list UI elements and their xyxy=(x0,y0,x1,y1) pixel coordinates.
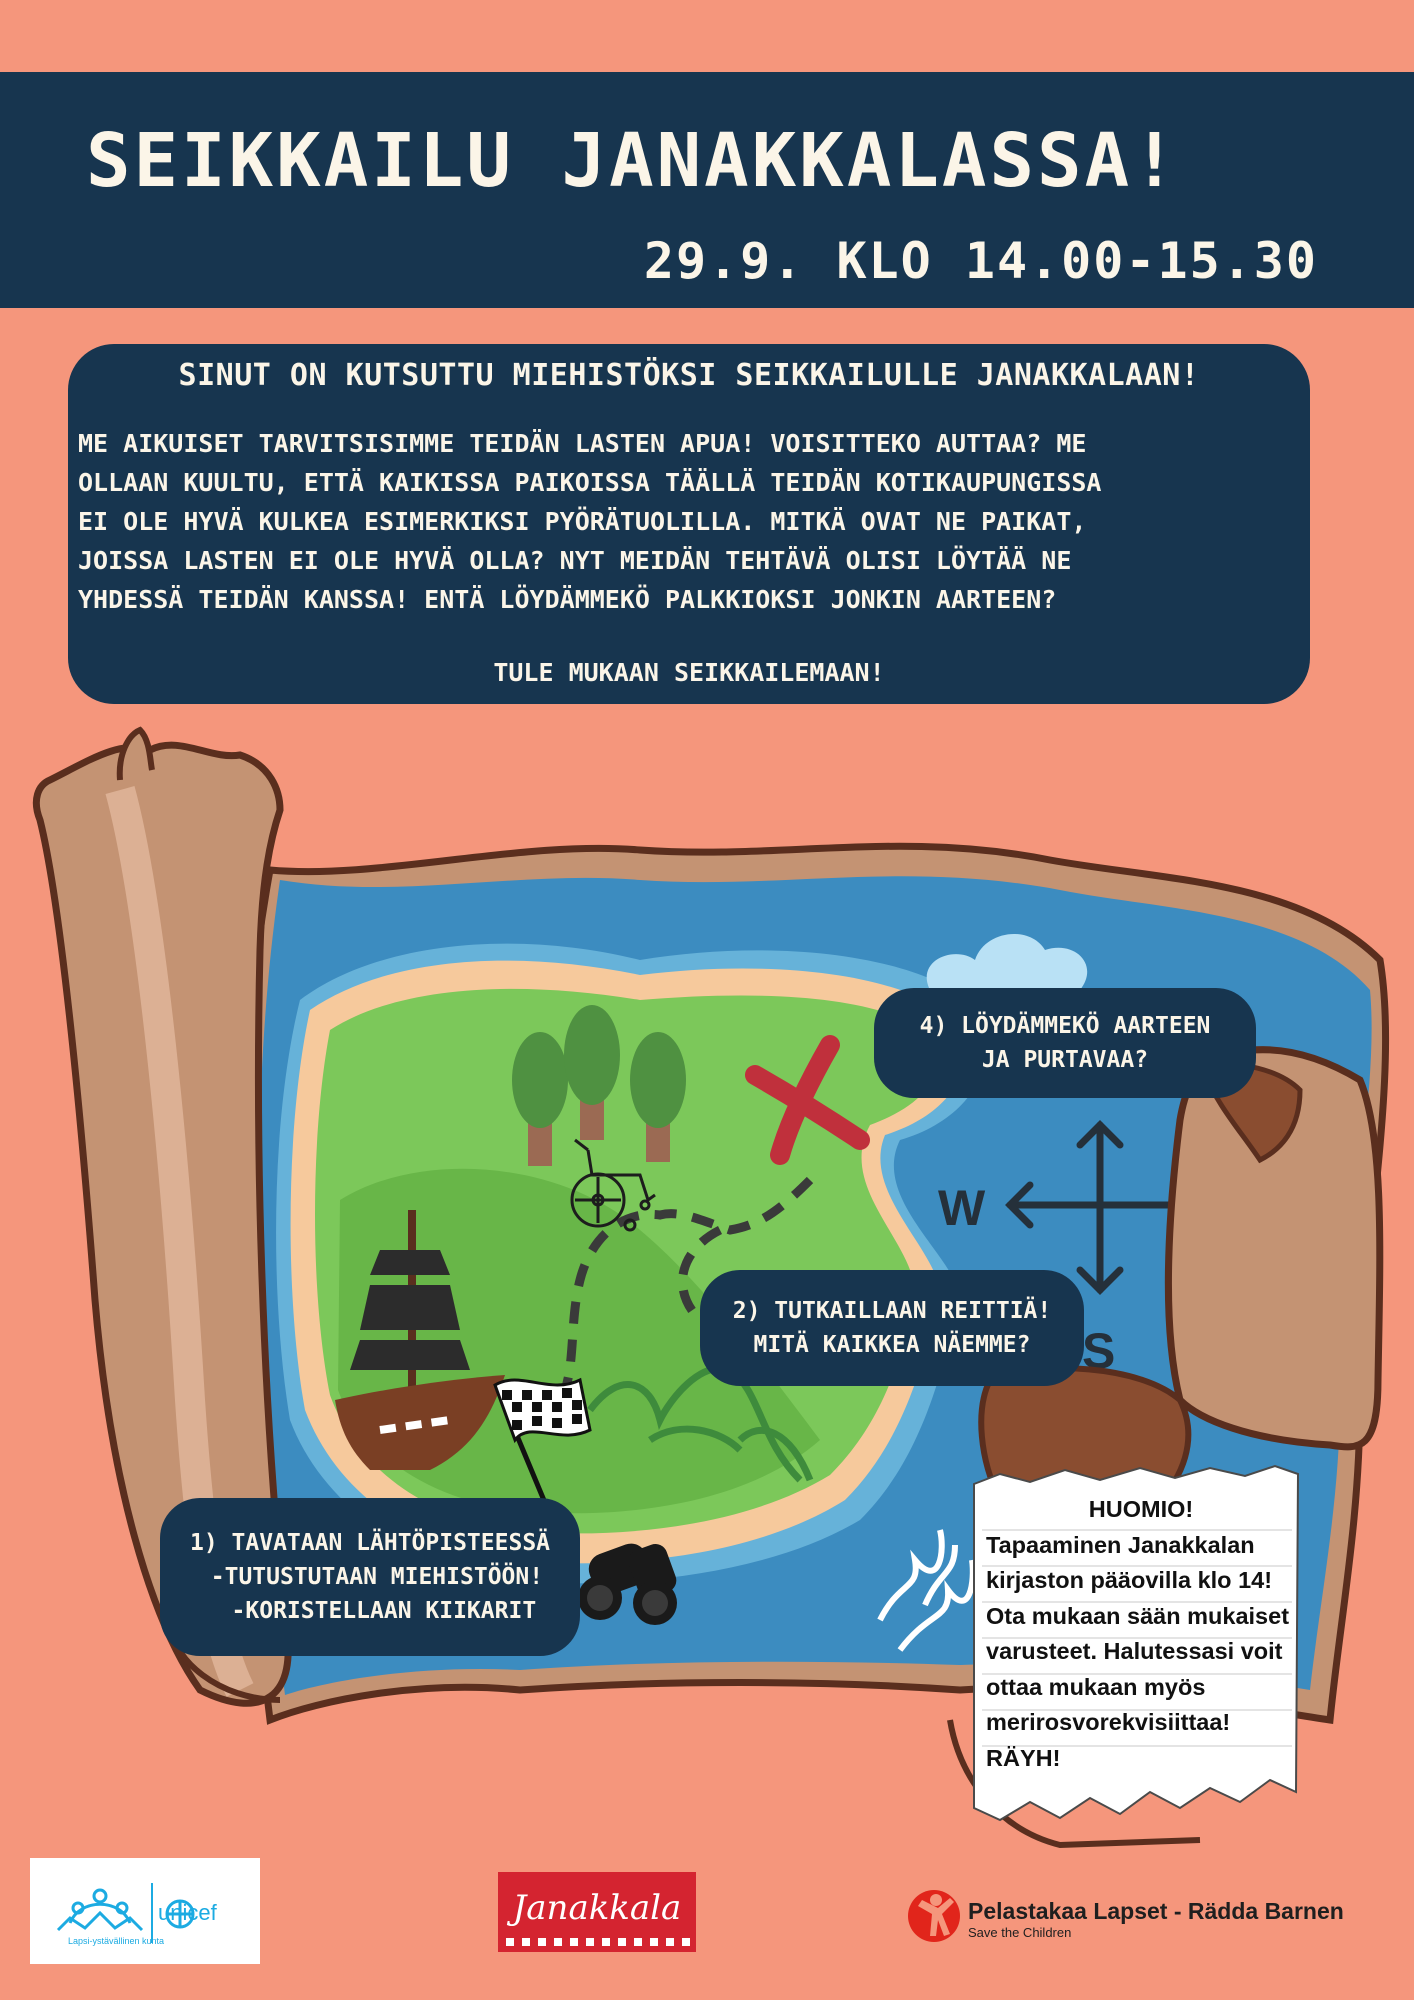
step-2-line-2: MITÄ KAIKKEA NÄEMME? xyxy=(753,1332,1031,1358)
step-4-line-1: 4) LÖYDÄMMEKÖ AARTEEN xyxy=(919,1013,1211,1039)
step-1-bubble: 1) TAVATAAN LÄHTÖPISTEESSÄ -TUTUSTUTAAN … xyxy=(160,1498,580,1656)
compass-icon xyxy=(1005,1120,1179,1295)
binoculars-icon xyxy=(578,1543,677,1625)
unicef-label: unicef xyxy=(158,1900,218,1925)
step-1-line-3: -KORISTELLAAN KIIKARIT xyxy=(203,1598,537,1624)
lapsiystavallinen-unicef-logo: Lapsi-ystävällinen kunta unicef xyxy=(30,1858,260,1964)
step-1-line-1: 1) TAVATAAN LÄHTÖPISTEESSÄ xyxy=(189,1530,551,1556)
trail-path xyxy=(560,1176,814,1392)
notice-body: Tapaaminen Janakkalan kirjaston pääovill… xyxy=(986,1531,1290,1771)
save-the-children-icon xyxy=(908,1890,960,1942)
step-4-line-2: JA PURTAVAA? xyxy=(981,1047,1149,1073)
notice-paper: HUOMIO! Tapaaminen Janakkalan kirjaston … xyxy=(970,1462,1302,1852)
lapsiystavallinen-kunta-logo: Lapsi-ystävällinen kunta unicef xyxy=(56,1883,218,1946)
invitation-box: SINUT ON KUTSUTTU MIEHISTÖKSI SEIKKAILUL… xyxy=(68,344,1310,704)
torn-paper-shape xyxy=(973,1464,1300,1822)
step-2-bubble: 2) TUTKAILLAAN REITTIÄ! MITÄ KAIKKEA NÄE… xyxy=(700,1270,1084,1386)
janakkala-battlement xyxy=(506,1938,690,1946)
cloud xyxy=(926,933,1088,990)
pelastakaa-lapset-label: Pelastakaa Lapset - Rädda Barnen xyxy=(968,1898,1344,1924)
header-banner xyxy=(0,72,1414,308)
trees xyxy=(512,1005,686,1166)
invitation-text: ME AIKUISET TARVITSISIMME TEIDÄN LASTEN … xyxy=(78,429,1102,614)
invitation-cta: TULE MUKAAN SEIKKAILEMAAN! xyxy=(493,658,885,687)
step-4-bubble: 4) LÖYDÄMMEKÖ AARTEEN JA PURTAVAA? xyxy=(874,988,1256,1098)
hills xyxy=(587,1364,814,1483)
waves xyxy=(877,1529,976,1652)
notice-text-block: HUOMIO! Tapaaminen Janakkalan kirjaston … xyxy=(986,1492,1296,1776)
event-date: 29.9. KLO 14.00-15.30 xyxy=(643,232,1318,290)
invitation-heading: SINUT ON KUTSUTTU MIEHISTÖKSI SEIKKAILUL… xyxy=(178,358,1200,393)
compass-west-label: W xyxy=(938,1180,986,1236)
scroll-roll-right xyxy=(947,1046,1384,1849)
step-1-line-2: -TUTUSTUTAAN MIEHISTÖÖN! xyxy=(196,1564,544,1590)
page-title: SEIKKAILU JANAKKALASSA! xyxy=(86,118,1180,204)
notice-heading: HUOMIO! xyxy=(1088,1496,1194,1522)
janakkala-label: Janakkala xyxy=(512,1888,682,1928)
save-the-children-label: Save the Children xyxy=(968,1925,1072,1940)
finish-flag-icon xyxy=(493,1377,592,1511)
lapsiystavallinen-label: Lapsi-ystävällinen kunta xyxy=(68,1936,164,1946)
step-2-line-1: 2) TUTKAILLAAN REITTIÄ! xyxy=(732,1298,1052,1324)
treasure-x-mark xyxy=(745,1035,870,1165)
wheelchair-icon xyxy=(570,1138,656,1232)
janakkala-logo: Janakkala xyxy=(498,1872,696,1952)
pirate-ship-icon xyxy=(335,1210,505,1470)
